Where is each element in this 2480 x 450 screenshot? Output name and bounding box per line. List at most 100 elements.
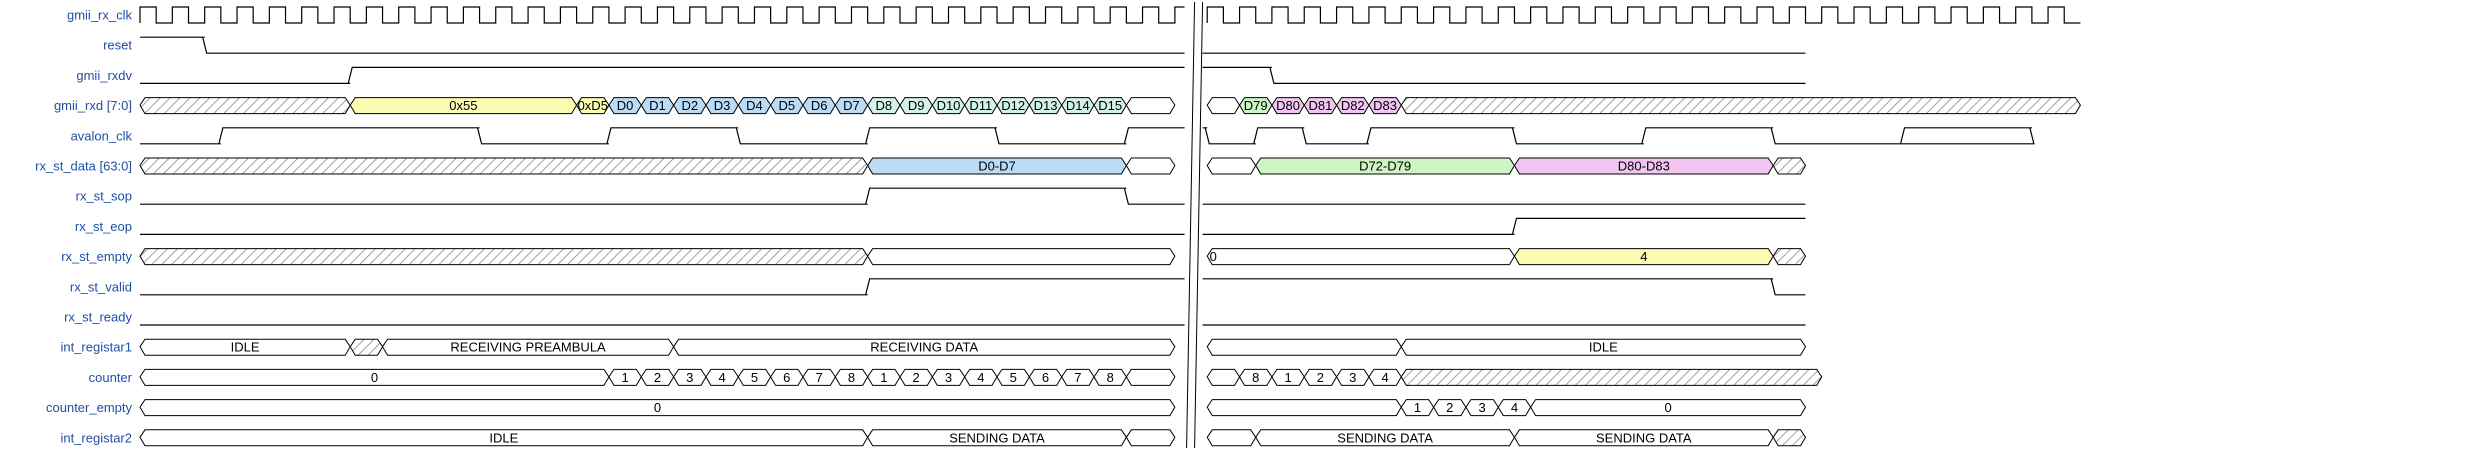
bus-value-label: D79: [1244, 98, 1268, 113]
bus-value-label: 1: [880, 370, 887, 385]
bus-value-label: D80-D83: [1618, 159, 1670, 174]
bus-value-label: 0x55: [449, 98, 477, 113]
trace-gmii-rx-clk: [139, 6, 2081, 24]
bus-value-cell: [1125, 157, 1176, 175]
bus-value-label: D12: [1001, 98, 1025, 113]
bus-value-label: D5: [778, 98, 795, 113]
bus-value-label: 6: [1042, 370, 1049, 385]
trace-gmii-rxdv: [140, 66, 1806, 84]
signal-label-counter-empty: counter_empty: [46, 400, 132, 415]
bus-value-label: D7: [843, 98, 860, 113]
bus-value-label: 6: [783, 370, 790, 385]
signal-label-rx-st-ready: rx_st_ready: [64, 310, 132, 325]
undefined-value-cell: [1772, 157, 1807, 175]
bus-value-cell: [139, 399, 1176, 417]
undefined-value-cell: [1400, 97, 2081, 115]
signal-label-avalon-clk: avalon_clk: [71, 128, 133, 143]
bit-wave: [140, 217, 1806, 235]
signal-label-gmii-rxdv: gmii_rxdv: [76, 68, 132, 83]
bus-value-label: 0: [1210, 249, 1217, 264]
bus-value-label: D10: [937, 98, 961, 113]
bus-value-cell: [867, 248, 1176, 266]
bus-value-label: 8: [1252, 370, 1259, 385]
bus-value-label: 5: [751, 370, 758, 385]
trace-rx-st-eop: [140, 217, 1806, 235]
bus-value-label: D80: [1276, 98, 1300, 113]
undefined-value-cell: [139, 157, 869, 175]
bus-value-cell: [1125, 429, 1176, 447]
bus-value-label: D4: [746, 98, 763, 113]
bus-value-label: 2: [913, 370, 920, 385]
bus-value-cell: [1206, 429, 1257, 447]
bus-value-label: 3: [1349, 370, 1356, 385]
bus-value-label: 5: [1010, 370, 1017, 385]
bus-value-label: 7: [1074, 370, 1081, 385]
bus-value-label: IDLE: [489, 430, 518, 445]
bus-value-label: IDLE: [1589, 340, 1618, 355]
bus-value-label: 4: [1381, 370, 1388, 385]
time-break-marker: [1184, 0, 1204, 449]
bus-value-label: 3: [945, 370, 952, 385]
bus-value-label: SENDING DATA: [949, 430, 1045, 445]
bit-wave: [140, 187, 1806, 205]
undefined-value-cell: [349, 338, 384, 356]
bit-wave: [140, 66, 1806, 84]
bus-value-cell: [1530, 399, 1807, 417]
trace-reset: [140, 36, 1806, 54]
bus-value-label: 4: [719, 370, 726, 385]
bus-value-label: D9: [908, 98, 925, 113]
bus-value-label: D1: [649, 98, 666, 113]
bus-value-label: 7: [816, 370, 823, 385]
undefined-value-cell: [1772, 248, 1807, 266]
bus-value-cell: [1400, 338, 1807, 356]
bus-value-label: 0: [1664, 400, 1671, 415]
bus-value-cell: [1206, 97, 1241, 115]
signal-label-rx-st-empty: rx_st_empty: [61, 249, 132, 264]
bus-value-label: D13: [1034, 98, 1058, 113]
bus-value-label: D11: [969, 98, 992, 113]
bus-value-label: 4: [1511, 400, 1518, 415]
bus-value-label: 8: [1107, 370, 1114, 385]
bus-value-label: D8: [876, 98, 893, 113]
bus-value-label: D6: [811, 98, 828, 113]
undefined-value-cell: [139, 97, 351, 115]
bus-value-label: RECEIVING PREAMBULA: [450, 340, 606, 355]
bus-value-label: 2: [654, 370, 661, 385]
bus-value-cell: [1206, 368, 1241, 386]
bus-value-label: 4: [977, 370, 984, 385]
undefined-value-cell: [1400, 368, 1823, 386]
bus-value-cell: [1206, 157, 1257, 175]
bus-value-label: SENDING DATA: [1337, 430, 1433, 445]
signal-label-int-registar2: int_registar2: [60, 430, 132, 445]
bus-value-label: D83: [1373, 98, 1397, 113]
signal-label-rx-st-valid: rx_st_valid: [70, 279, 132, 294]
bus-value-label: D81: [1308, 98, 1332, 113]
undefined-value-cell: [1772, 429, 1807, 447]
bus-value-cell: [673, 338, 1176, 356]
bus-value-label: 1: [621, 370, 628, 385]
signal-label-gmii-rxd-7-0: gmii_rxd [7:0]: [54, 98, 132, 113]
signal-label-reset: reset: [103, 38, 132, 53]
signal-label-rx-st-data-63-0: rx_st_data [63:0]: [35, 159, 132, 174]
bus-value-label: IDLE: [231, 340, 260, 355]
signal-label-rx-st-eop: rx_st_eop: [75, 219, 132, 234]
bus-value-label: D72-D79: [1359, 159, 1411, 174]
signal-label-int-registar1: int_registar1: [60, 340, 132, 355]
trace-avalon-clk: [140, 127, 2035, 145]
bit-wave: [140, 278, 1806, 296]
bus-value-label: 2: [1446, 400, 1453, 415]
bus-value-label: 1: [1284, 370, 1291, 385]
bit-wave: [140, 127, 2035, 145]
bus-value-label: 0: [371, 370, 378, 385]
clock-wave: [1206, 6, 2081, 24]
break-slash: [1186, 1, 1196, 449]
bus-value-label: D82: [1341, 98, 1365, 113]
